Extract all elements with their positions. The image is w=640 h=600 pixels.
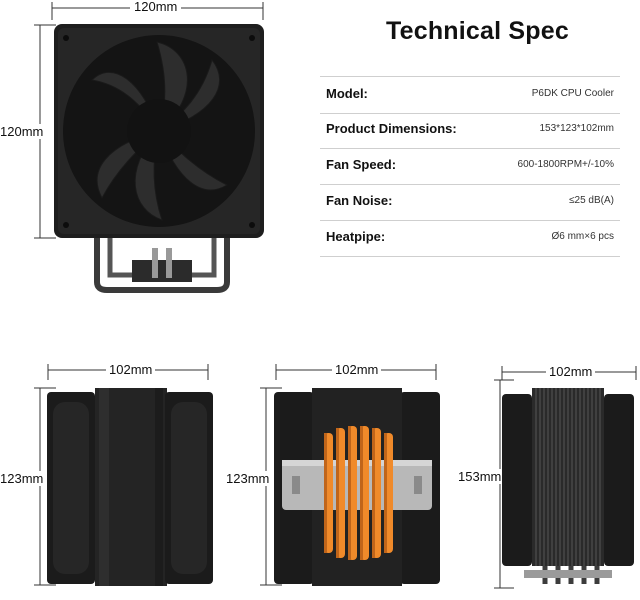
side1-height-dimension — [34, 387, 56, 586]
spec-value-dimensions: 153*123*102mm — [539, 123, 615, 134]
side1-cooler-image — [47, 388, 213, 586]
side1-width-label: 102mm — [106, 362, 156, 377]
spec-row-fan-noise: Fan Noise: ≤25 dB(A) — [320, 184, 620, 221]
side2-width-label: 102mm — [332, 362, 382, 377]
spec-row-fan-speed: Fan Speed: 600-1800RPM+/-10% — [320, 148, 620, 185]
spec-label-dimensions: Product Dimensions: — [326, 121, 457, 136]
spec-row-dimensions: Product Dimensions: 153*123*102mm — [320, 112, 620, 149]
spec-value-fan-noise: ≤25 dB(A) — [569, 195, 614, 206]
front-height-dimension — [34, 24, 56, 239]
side2-cooler-image — [274, 388, 440, 586]
spec-value-model: P6DK CPU Cooler — [531, 88, 614, 99]
spec-label-fan-speed: Fan Speed: — [326, 157, 397, 172]
spec-row-model: Model: P6DK CPU Cooler — [320, 76, 620, 114]
front-width-label: 120mm — [130, 0, 182, 14]
side3-cooler-image — [502, 388, 634, 584]
side3-height-dimension — [494, 379, 514, 589]
spec-label-model: Model: — [326, 86, 368, 101]
front-fan-image — [54, 24, 264, 293]
spec-value-fan-speed: 600-1800RPM+/-10% — [517, 159, 614, 170]
front-height-label: 120mm — [0, 124, 44, 139]
side2-height-label: 123mm — [226, 471, 270, 486]
side1-height-label: 123mm — [0, 471, 44, 486]
spec-title: Technical Spec — [386, 17, 569, 45]
spec-label-heatpipe: Heatpipe: — [326, 229, 386, 244]
spec-row-heatpipe: Heatpipe: Ø6 mm×6 pcs — [320, 220, 620, 257]
side3-height-label: 153mm — [458, 469, 502, 484]
side3-width-label: 102mm — [546, 364, 596, 379]
side2-height-dimension — [260, 387, 282, 586]
spec-label-fan-noise: Fan Noise: — [326, 193, 393, 208]
spec-value-heatpipe: Ø6 mm×6 pcs — [551, 231, 614, 242]
